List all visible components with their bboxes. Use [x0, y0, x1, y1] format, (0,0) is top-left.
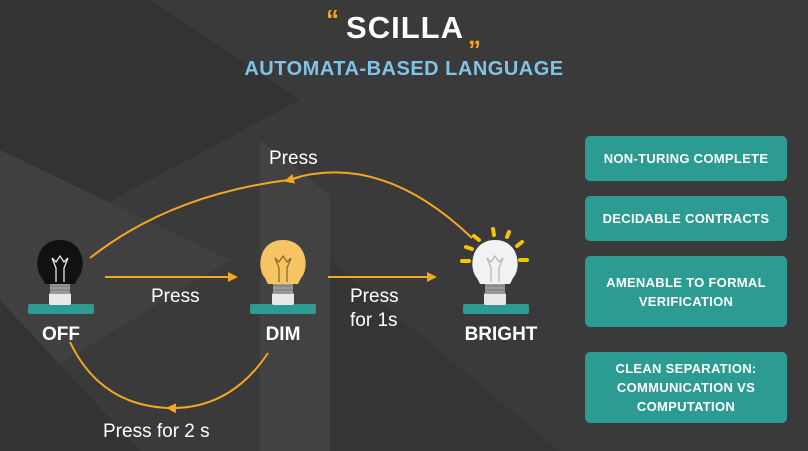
feature-box-clean-separation: CLEAN SEPARATION: COMMUNICATION VS COMPU… [585, 352, 787, 423]
page-title-group: “SCILLA„ [326, 4, 482, 50]
feature-box-formal-verification: AMENABLE TO FORMAL VERIFICATION [585, 256, 787, 327]
feature-box-non-turing: NON-TURING COMPLETE [585, 136, 787, 181]
label-dim-to-off: Press for 2 s [103, 421, 210, 442]
arrow-dim-to-off [166, 352, 269, 414]
label-dim-to-bright-line2: for 1s [350, 310, 398, 331]
bulb-off-icon [28, 240, 94, 314]
open-quote: “ [326, 4, 341, 34]
state-dim-label: DIM [265, 324, 301, 345]
feature-box-decidable: DECIDABLE CONTRACTS [585, 196, 787, 241]
title-row: “SCILLA„ [0, 4, 808, 50]
arrow-dim-to-off-tail [69, 341, 169, 409]
bulb-dim-icon [250, 240, 316, 314]
arrow-bright-to-off-head [284, 173, 301, 184]
state-off-label: OFF [42, 324, 80, 345]
label-dim-to-bright-line1: Press [350, 286, 399, 307]
page-subtitle: AUTOMATA-BASED LANGUAGE [244, 58, 564, 80]
label-off-to-dim: Press [151, 286, 200, 307]
page-title: SCILLA [346, 10, 464, 45]
close-quote: „ [467, 20, 482, 50]
bulb-bright-icon [460, 227, 529, 314]
state-bright-label: BRIGHT [464, 324, 538, 345]
background-decoration [0, 0, 560, 451]
label-bright-to-off: Press [269, 148, 318, 169]
